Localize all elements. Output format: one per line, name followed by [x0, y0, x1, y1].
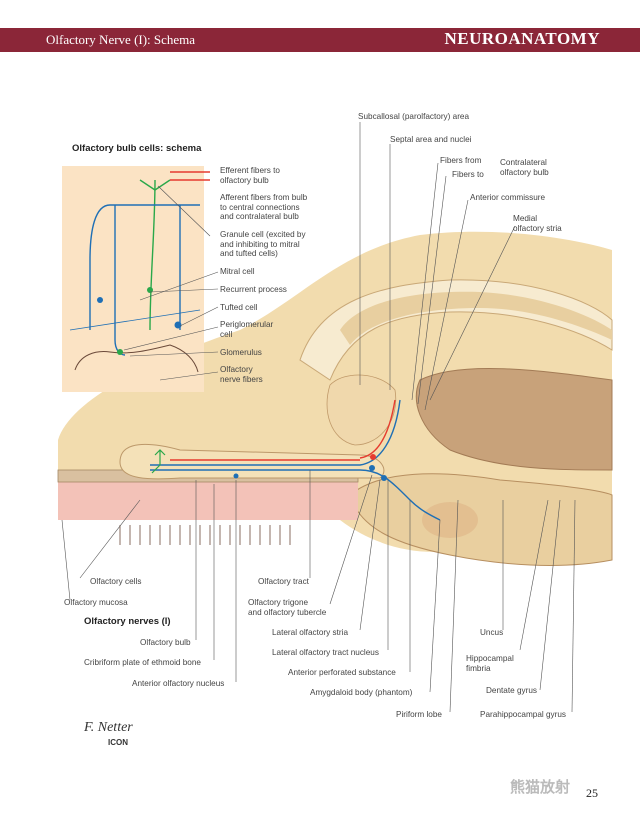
olfactory-cells — [120, 525, 290, 545]
label-perforated-substance: Anterior perforated substance — [288, 668, 396, 678]
label-septal: Septal area and nuclei — [390, 135, 471, 145]
label-uncus: Uncus — [480, 628, 503, 638]
label-fibers-to: Fibers to — [452, 170, 484, 180]
icon-logo: ICON — [108, 738, 128, 747]
amygdaloid-body — [422, 502, 478, 538]
label-olfactory-cells: Olfactory cells — [90, 577, 141, 587]
label-dentate: Dentate gyrus — [486, 686, 537, 696]
label-fibers-from: Fibers from — [440, 156, 481, 166]
page-number: 25 — [586, 786, 598, 801]
temporal-lobe — [350, 474, 612, 566]
schema-title: Olfactory bulb cells: schema — [72, 143, 201, 154]
netter-signature: F. Netter — [84, 720, 133, 736]
mucosa-band — [58, 480, 358, 520]
label-anterior-olfactory-nucleus: Anterior olfactory nucleus — [132, 679, 224, 689]
label-olfactory-tract: Olfactory tract — [258, 577, 309, 587]
label-anterior-commissure: Anterior commissure — [470, 193, 545, 203]
label-mitral: Mitral cell — [220, 267, 255, 277]
label-subcallosal: Subcallosal (parolfactory) area — [358, 112, 469, 122]
label-lateral-stria: Lateral olfactory stria — [272, 628, 348, 638]
label-lateral-nucleus: Lateral olfactory tract nucleus — [272, 648, 379, 658]
label-amygdaloid: Amygdaloid body (phantom) — [310, 688, 412, 698]
label-olfactory-nerves: Olfactory nerves (I) — [84, 617, 171, 627]
label-olfactory-bulb: Olfactory bulb — [140, 638, 191, 648]
watermark: 熊猫放射 — [510, 776, 570, 797]
label-parahippocampal: Parahippocampal gyrus — [480, 710, 566, 720]
label-piriform: Piriform lobe — [396, 710, 442, 720]
label-tufted: Tufted cell — [220, 303, 257, 313]
label-olfactory-mucosa: Olfactory mucosa — [64, 598, 128, 608]
label-recurrent: Recurrent process — [220, 285, 287, 295]
label-cribriform: Cribriform plate of ethmoid bone — [84, 658, 201, 668]
label-glomerulus: Glomerulus — [220, 348, 262, 358]
